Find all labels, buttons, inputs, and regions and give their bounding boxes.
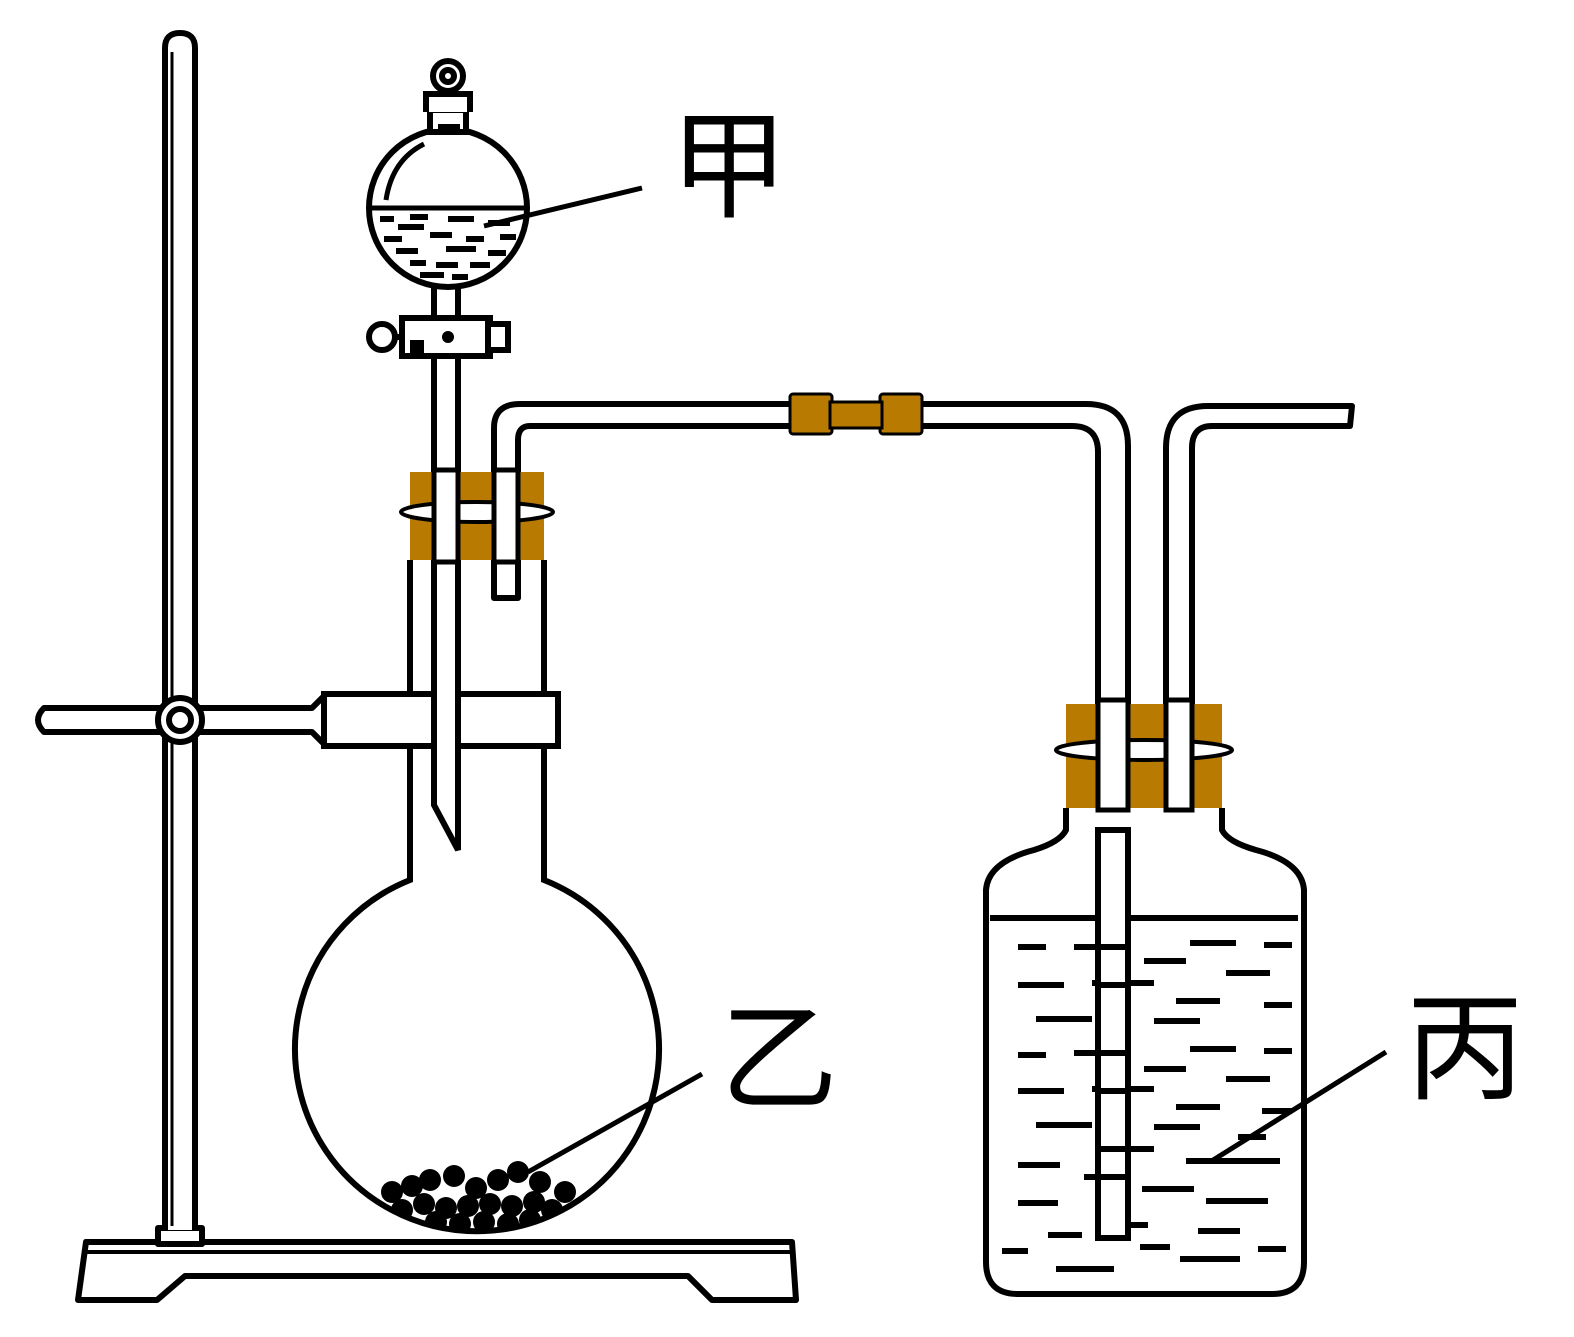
solid-granules: [381, 1161, 576, 1232]
inner-tube-overlay: [1095, 827, 1131, 1241]
label-bing: 丙: [1406, 980, 1524, 1118]
bottle-stopper: [1054, 697, 1234, 813]
flask-stopper: [399, 467, 555, 565]
funnel-liquid: [369, 205, 527, 280]
stand-base: [75, 1239, 799, 1303]
gas-washing-bottle: [983, 808, 1307, 1297]
tube-liquid-dashes: [1098, 944, 1128, 1180]
rubber-connector: [788, 392, 924, 436]
leader-yi: [526, 1071, 704, 1175]
leader-jia: [483, 185, 643, 229]
label-yi: 乙: [720, 990, 838, 1128]
leader-bing: [1208, 1049, 1388, 1165]
stand-rod: [162, 30, 198, 1230]
leader-lines: [483, 185, 1388, 1175]
label-jia: 甲: [670, 98, 788, 236]
